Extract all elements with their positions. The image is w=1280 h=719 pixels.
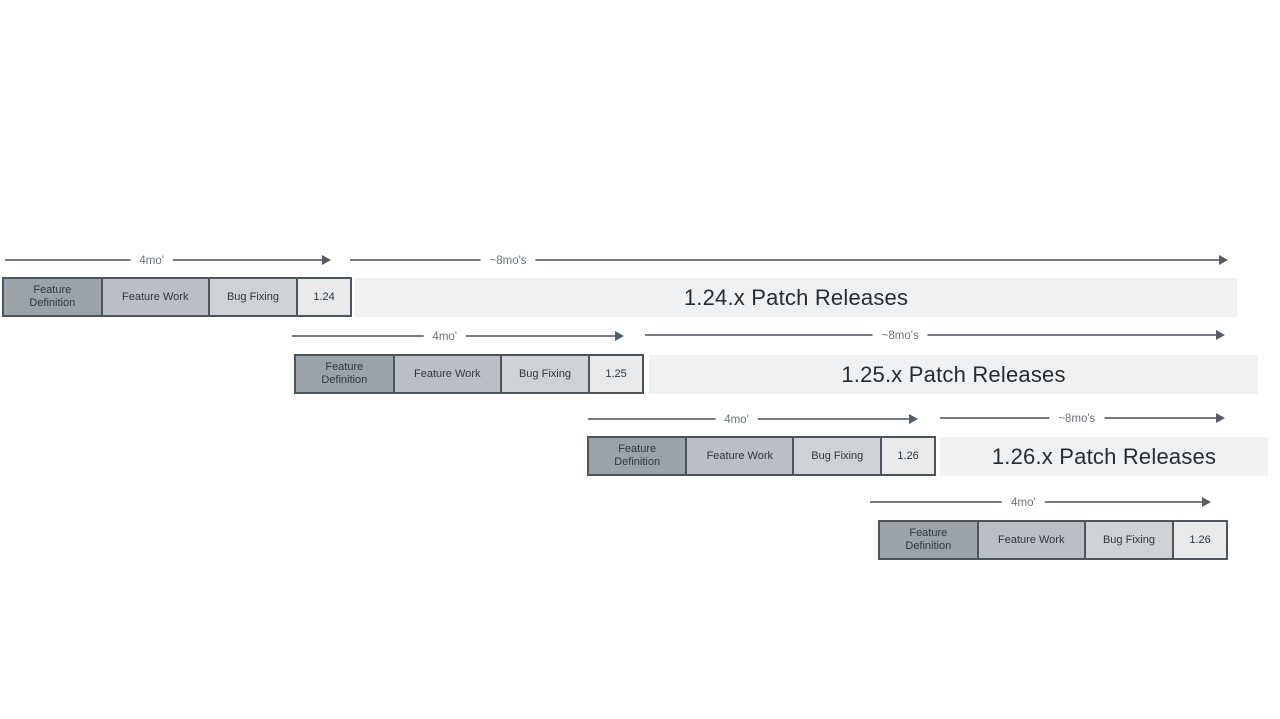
timeline-arrow-line: [350, 259, 1221, 261]
four-month-arrow: 4mo': [588, 413, 918, 431]
arrow-right-icon: [1216, 413, 1225, 423]
eight-month-arrow: ~8mo's: [940, 412, 1225, 430]
patch-releases-bar-1-24: 1.24.x Patch Releases: [355, 278, 1237, 317]
four-month-arrow: 4mo': [5, 254, 331, 272]
release-cycle-bar-next: Feature Definition Feature Work Bug Fixi…: [878, 520, 1228, 560]
feature-work-cell: Feature Work: [978, 522, 1086, 558]
duration-4mo-label: 4mo': [1002, 496, 1045, 511]
bug-fixing-cell: Bug Fixing: [794, 438, 883, 474]
feature-definition-cell: Feature Definition: [4, 279, 103, 315]
bug-fixing-cell: Bug Fixing: [501, 356, 591, 392]
eight-month-arrow: ~8mo's: [350, 254, 1228, 272]
feature-definition-cell: Feature Definition: [589, 438, 688, 474]
timeline-arrow-line: [645, 334, 1218, 336]
four-month-arrow: 4mo': [870, 496, 1211, 514]
eight-month-arrow: ~8mo's: [645, 329, 1225, 347]
patch-releases-bar-1-26: 1.26.x Patch Releases: [940, 437, 1268, 476]
duration-8mo-label: ~8mo's: [1049, 412, 1105, 427]
patch-releases-bar-1-25: 1.25.x Patch Releases: [649, 355, 1258, 394]
duration-8mo-label: ~8mo's: [480, 254, 536, 269]
arrow-right-icon: [909, 414, 918, 424]
feature-work-cell: Feature Work: [687, 438, 795, 474]
feature-definition-cell: Feature Definition: [880, 522, 979, 558]
duration-4mo-label: 4mo': [715, 413, 758, 428]
version-cell: 1.26: [882, 438, 934, 474]
bug-fixing-cell: Bug Fixing: [1085, 522, 1175, 558]
release-cycle-bar-1-25: Feature Definition Feature Work Bug Fixi…: [294, 354, 644, 394]
duration-4mo-label: 4mo': [130, 254, 173, 269]
release-cycle-bar-1-26: Feature Definition Feature Work Bug Fixi…: [587, 436, 936, 476]
feature-work-cell: Feature Work: [102, 279, 210, 315]
feature-work-cell: Feature Work: [394, 356, 502, 392]
release-cycle-bar-1-24: Feature Definition Feature Work Bug Fixi…: [2, 277, 352, 317]
bug-fixing-cell: Bug Fixing: [209, 279, 299, 315]
duration-8mo-label: ~8mo's: [872, 329, 928, 344]
version-cell: 1.25: [590, 356, 642, 392]
four-month-arrow: 4mo': [292, 330, 624, 348]
arrow-right-icon: [1216, 330, 1225, 340]
arrow-right-icon: [1202, 497, 1211, 507]
arrow-right-icon: [1219, 255, 1228, 265]
feature-definition-cell: Feature Definition: [296, 356, 395, 392]
duration-4mo-label: 4mo': [423, 330, 467, 345]
arrow-right-icon: [322, 255, 331, 265]
version-cell: 1.24: [298, 279, 350, 315]
version-cell: 1.26: [1174, 522, 1226, 558]
arrow-right-icon: [615, 331, 624, 341]
